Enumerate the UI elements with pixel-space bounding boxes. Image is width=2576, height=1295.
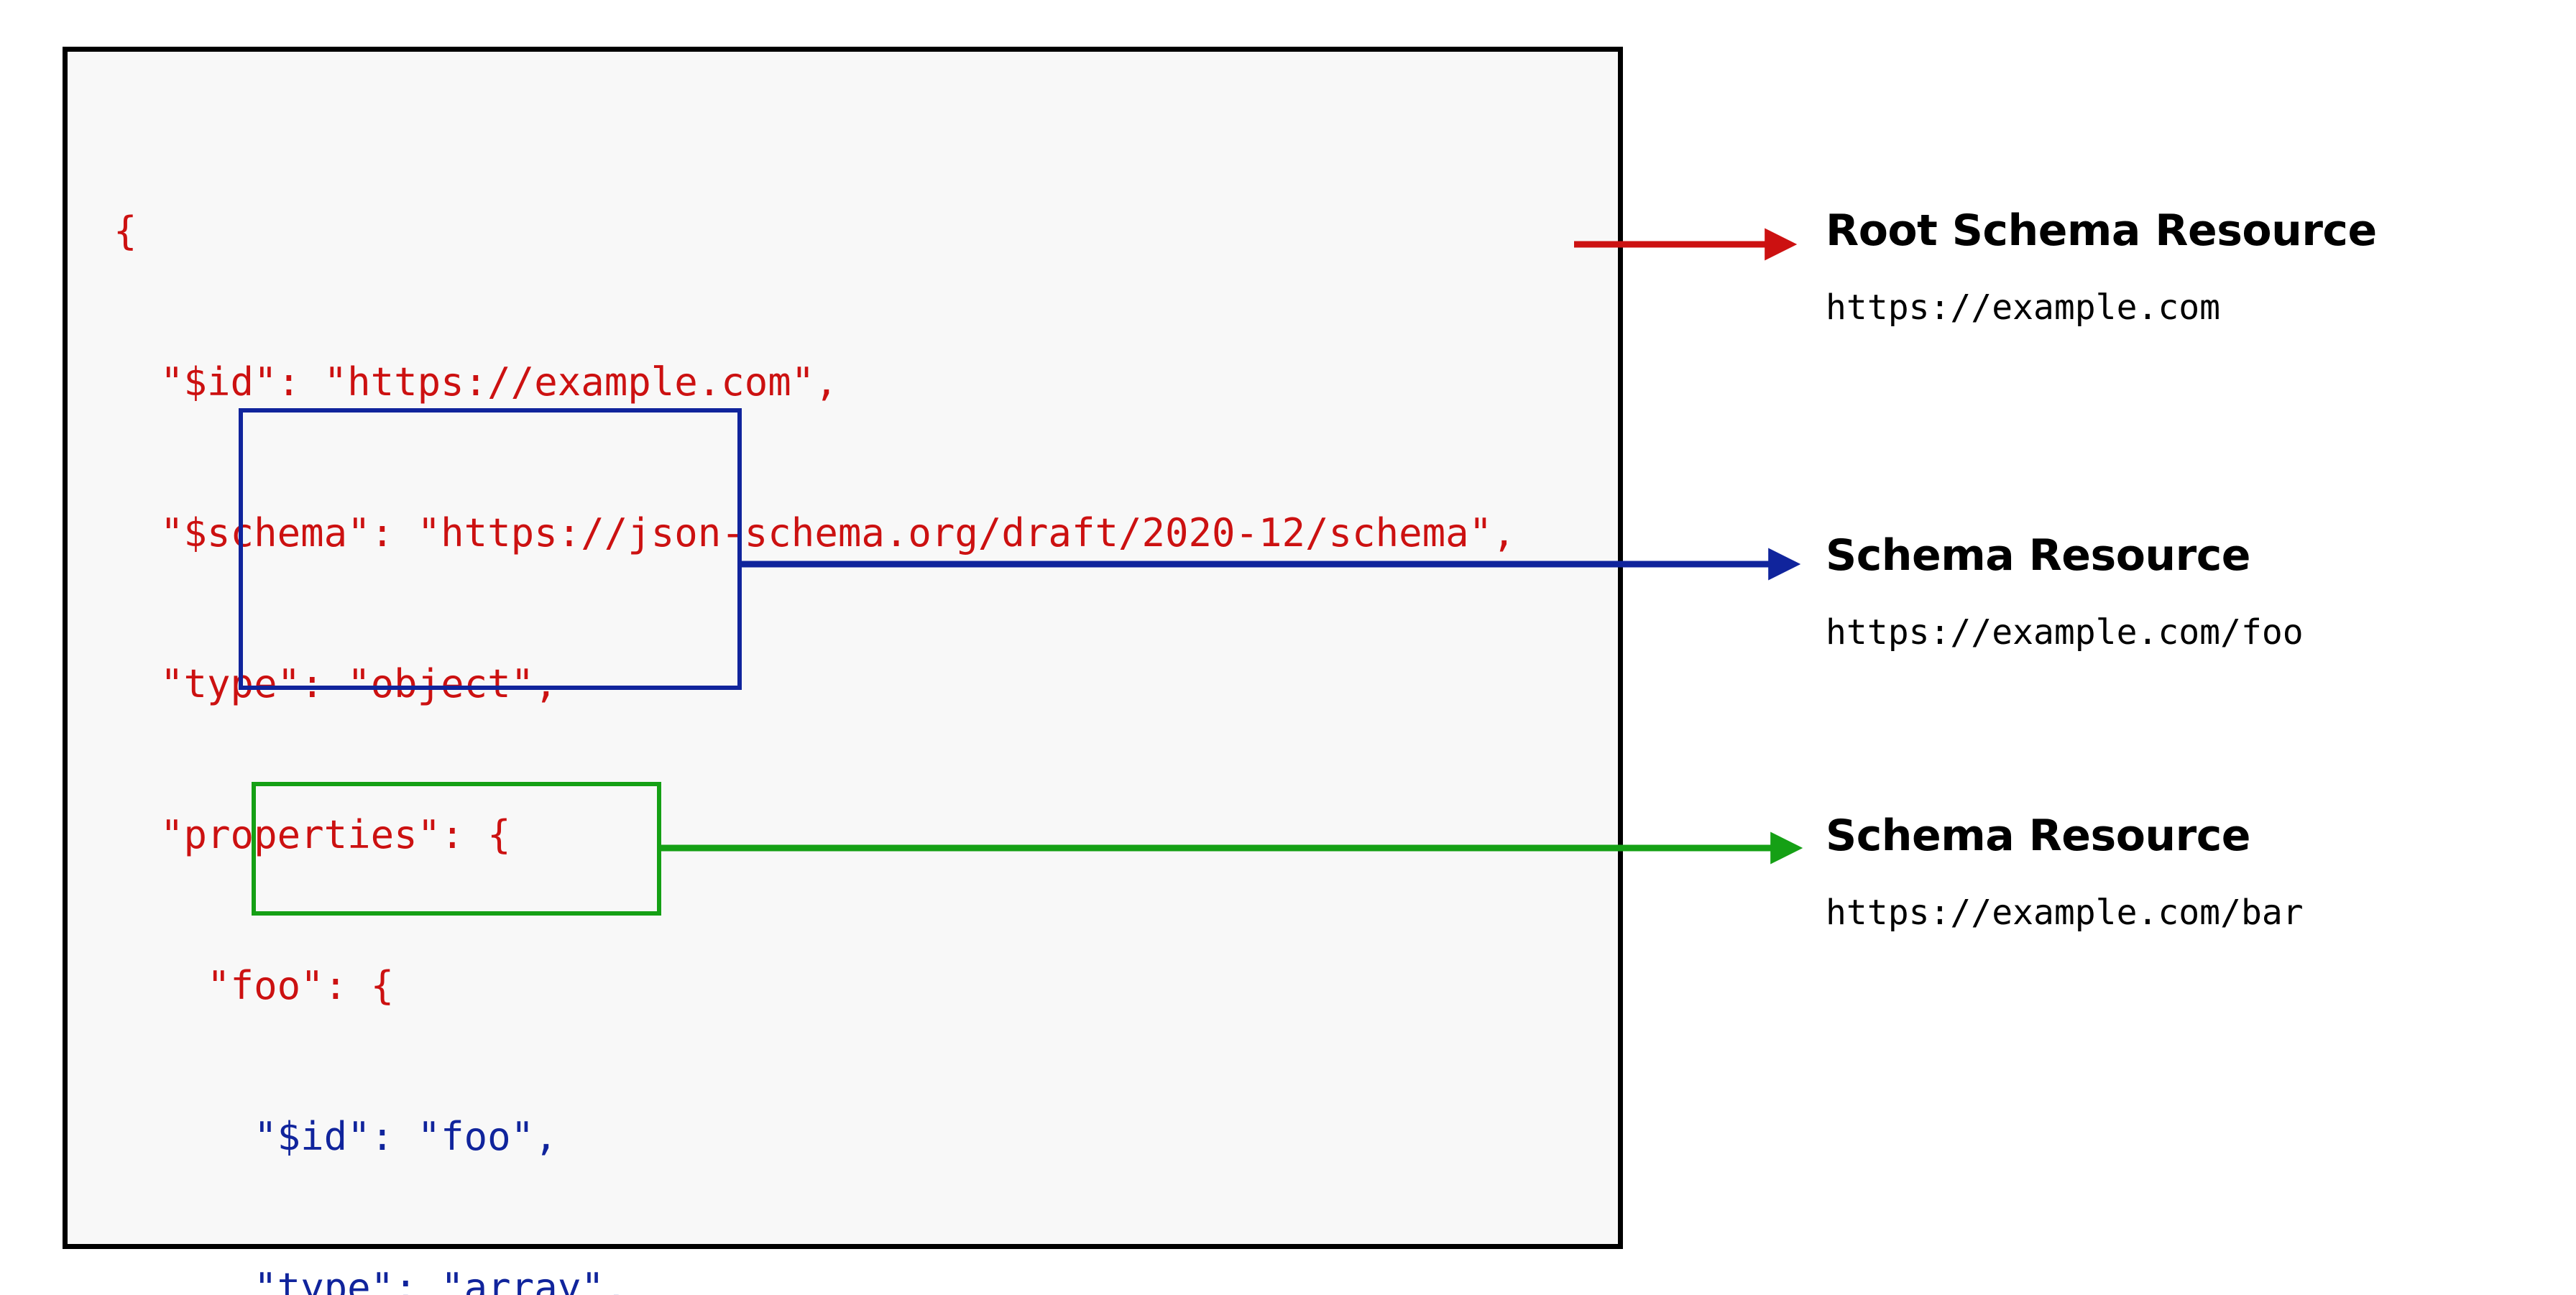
foo-schema-title: Schema Resource — [1826, 530, 2250, 581]
foo-schema-annotation: Schema Resource https://example.com/foo — [1826, 530, 2304, 654]
code-line: "properties": { — [114, 812, 511, 857]
root-schema-title: Root Schema Resource — [1826, 206, 2377, 256]
bar-schema-uri: https://example.com/bar — [1826, 893, 2304, 933]
json-code-panel: { "$id": "https://example.com", "$schema… — [63, 47, 1623, 1295]
code-line: { — [114, 208, 137, 254]
root-schema-uri: https://example.com — [1826, 287, 2221, 328]
bar-schema-title: Schema Resource — [1826, 811, 2250, 861]
code-line: "type": "object", — [114, 661, 558, 706]
foo-schema-uri: https://example.com/foo — [1826, 612, 2304, 653]
code-line: "foo": { — [114, 963, 395, 1008]
code-line: "type": "array", — [114, 1265, 628, 1295]
bar-schema-annotation: Schema Resource https://example.com/bar — [1826, 811, 2304, 934]
code-line: "$id": "https://example.com", — [114, 359, 838, 405]
code-line: "$schema": "https://json-schema.org/draf… — [114, 510, 1516, 556]
root-schema-annotation: Root Schema Resource https://example.com — [1826, 206, 2377, 329]
json-code-block: { "$id": "https://example.com", "$schema… — [114, 106, 1516, 1295]
code-line: "$id": "foo", — [114, 1114, 558, 1159]
